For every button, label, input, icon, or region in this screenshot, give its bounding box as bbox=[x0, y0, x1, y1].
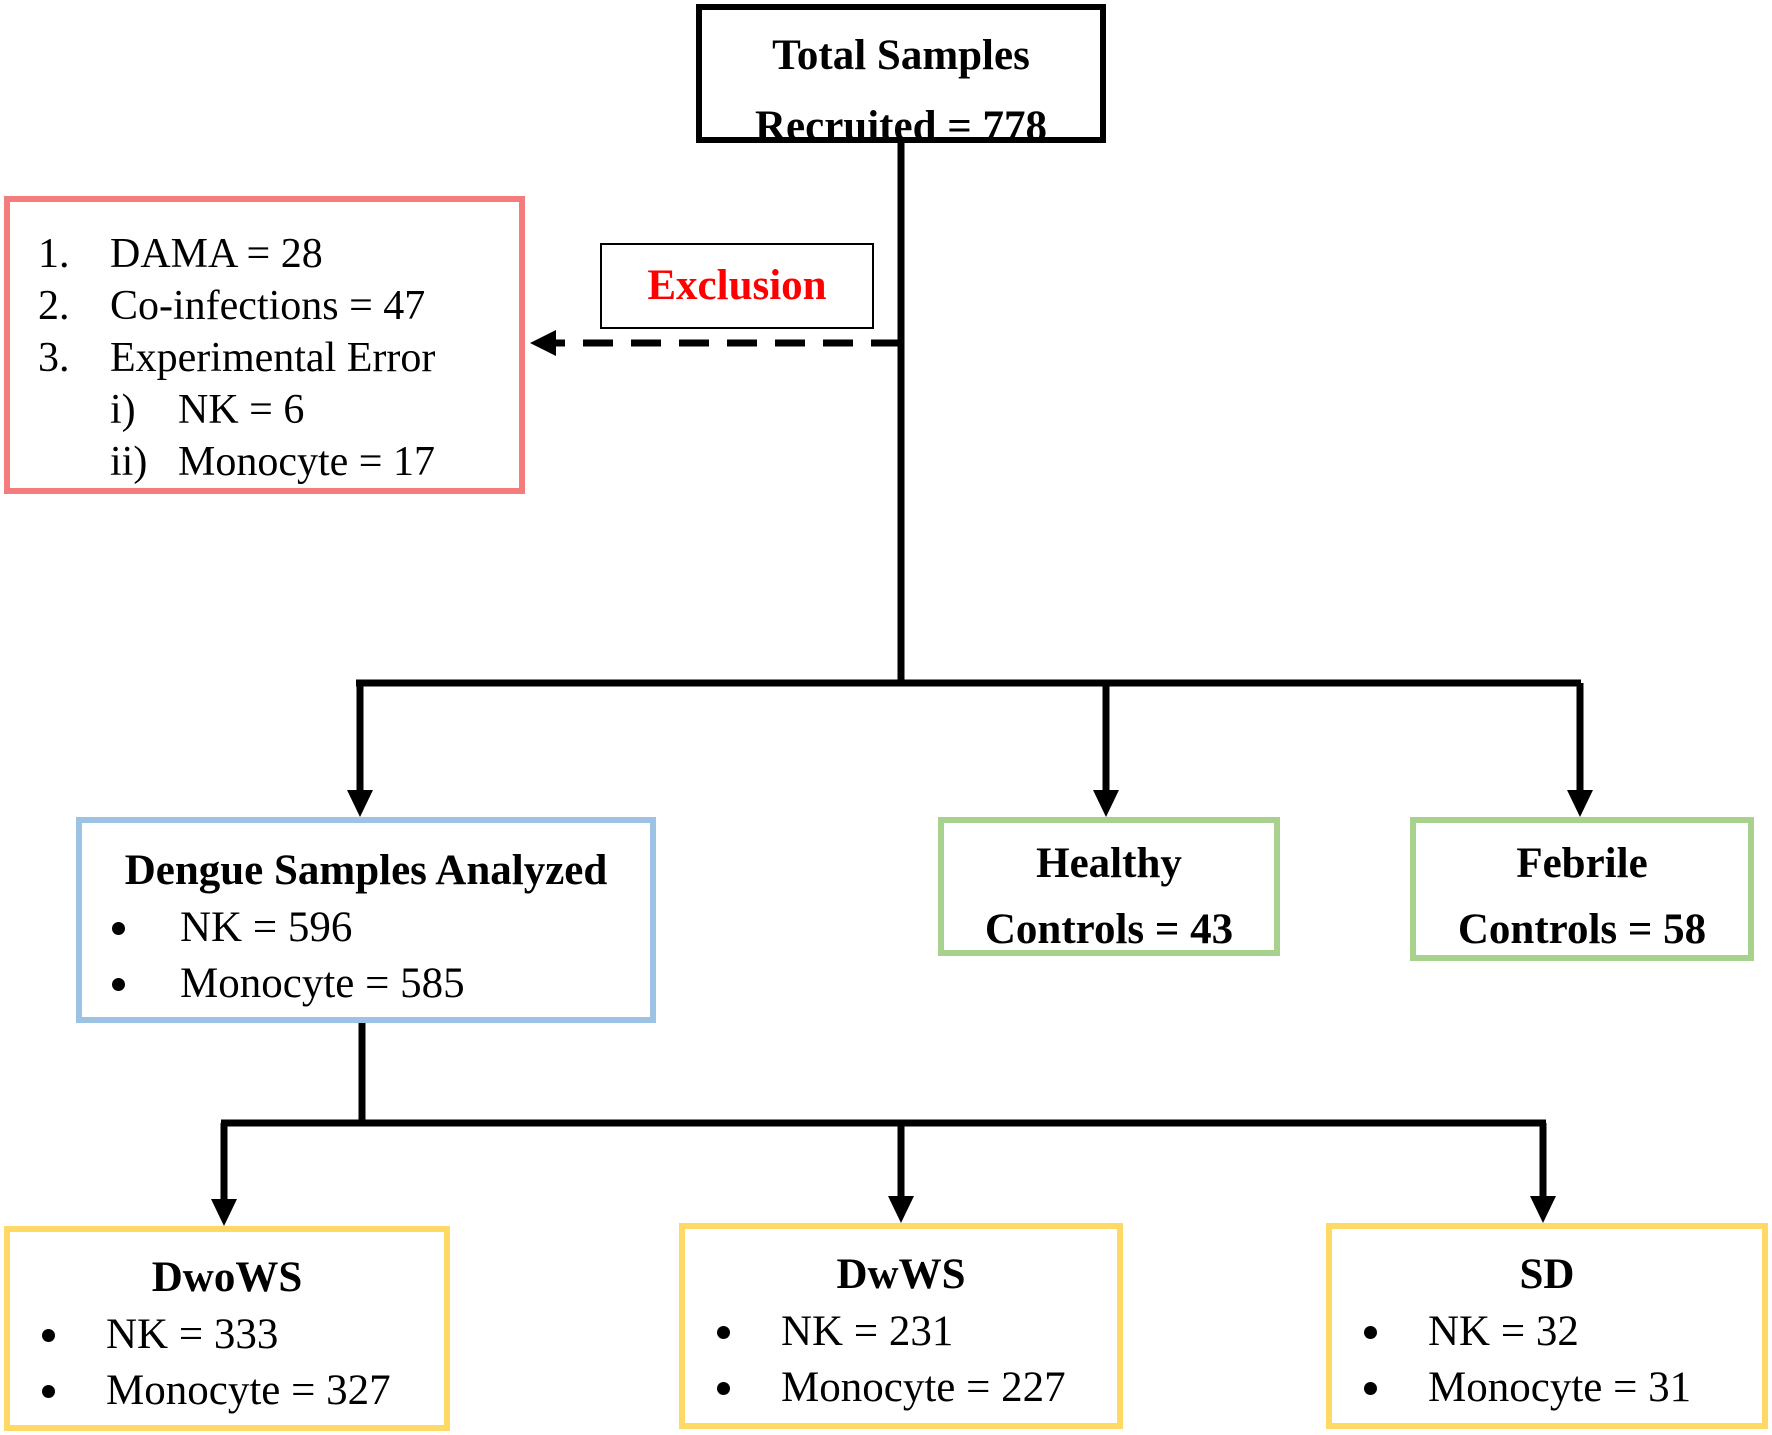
dwows-title: DwoWS bbox=[151, 1254, 303, 1301]
dwows-list: NK = 333 Monocyte = 327 bbox=[10, 1307, 444, 1419]
exclusion-arrowhead bbox=[530, 330, 556, 356]
healthy-controls-box: Healthy Controls = 43 bbox=[938, 817, 1280, 956]
exclusion-subitem-monocyte: ii)Monocyte = 17 bbox=[110, 439, 435, 485]
exclusion-item-dama: 1.DAMA = 28 bbox=[38, 231, 323, 277]
bullet-icon bbox=[717, 1382, 730, 1395]
total-samples-box: Total Samples Recruited = 778 bbox=[696, 4, 1106, 150]
dengue-samples-box: Dengue Samples Analyzed NK = 596 Monocyt… bbox=[76, 817, 656, 1023]
sd-item-nk: NK = 32 bbox=[1332, 1304, 1762, 1360]
bullet-icon bbox=[1364, 1382, 1377, 1395]
bullet-icon bbox=[42, 1385, 55, 1398]
dwws-title: DwWS bbox=[836, 1251, 966, 1298]
exclusion-item-coinfections: 2.Co-infections = 47 bbox=[38, 283, 426, 329]
bullet-icon bbox=[112, 978, 125, 991]
dwows-box: DwoWS NK = 333 Monocyte = 327 bbox=[4, 1226, 450, 1431]
bullet-icon bbox=[1364, 1326, 1377, 1339]
bullet-icon bbox=[717, 1326, 730, 1339]
sd-box: SD NK = 32 Monocyte = 31 bbox=[1326, 1223, 1768, 1429]
exclusion-list-box: 1.DAMA = 28 2.Co-infections = 47 3.Exper… bbox=[4, 196, 525, 494]
dwows-item-nk: NK = 333 bbox=[10, 1307, 444, 1363]
exclusion-subitem-nk: i)NK = 6 bbox=[110, 387, 305, 433]
total-samples-line2: Recruited = 778 bbox=[755, 103, 1047, 150]
dwows-item-monocyte: Monocyte = 327 bbox=[10, 1363, 444, 1419]
dengue-item-nk: NK = 596 bbox=[82, 900, 650, 956]
dengue-samples-title: Dengue Samples Analyzed bbox=[124, 847, 608, 894]
febrile-controls-box: Febrile Controls = 58 bbox=[1410, 817, 1754, 961]
dengue-samples-list: NK = 596 Monocyte = 585 bbox=[82, 900, 650, 1012]
dwws-list: NK = 231 Monocyte = 227 bbox=[685, 1304, 1117, 1416]
sd-item-monocyte: Monocyte = 31 bbox=[1332, 1360, 1762, 1416]
febrile-controls-line1: Febrile bbox=[1516, 840, 1648, 887]
sd-title: SD bbox=[1519, 1251, 1575, 1298]
healthy-controls-line1: Healthy bbox=[1036, 840, 1182, 887]
healthy-controls-line2: Controls = 43 bbox=[984, 906, 1234, 953]
dengue-item-monocyte: Monocyte = 585 bbox=[82, 956, 650, 1012]
bullet-icon bbox=[112, 922, 125, 935]
total-samples-line1: Total Samples bbox=[772, 32, 1030, 79]
exclusion-item-experimental-error: 3.Experimental Error bbox=[38, 335, 436, 381]
dwws-box: DwWS NK = 231 Monocyte = 227 bbox=[679, 1223, 1123, 1429]
dwws-item-monocyte: Monocyte = 227 bbox=[685, 1360, 1117, 1416]
exclusion-label-box: Exclusion bbox=[600, 243, 874, 329]
sd-list: NK = 32 Monocyte = 31 bbox=[1332, 1304, 1762, 1416]
dwws-item-nk: NK = 231 bbox=[685, 1304, 1117, 1360]
bullet-icon bbox=[42, 1329, 55, 1342]
febrile-controls-line2: Controls = 58 bbox=[1457, 906, 1707, 953]
exclusion-list: 1.DAMA = 28 2.Co-infections = 47 3.Exper… bbox=[10, 228, 519, 488]
exclusion-label: Exclusion bbox=[647, 262, 827, 309]
